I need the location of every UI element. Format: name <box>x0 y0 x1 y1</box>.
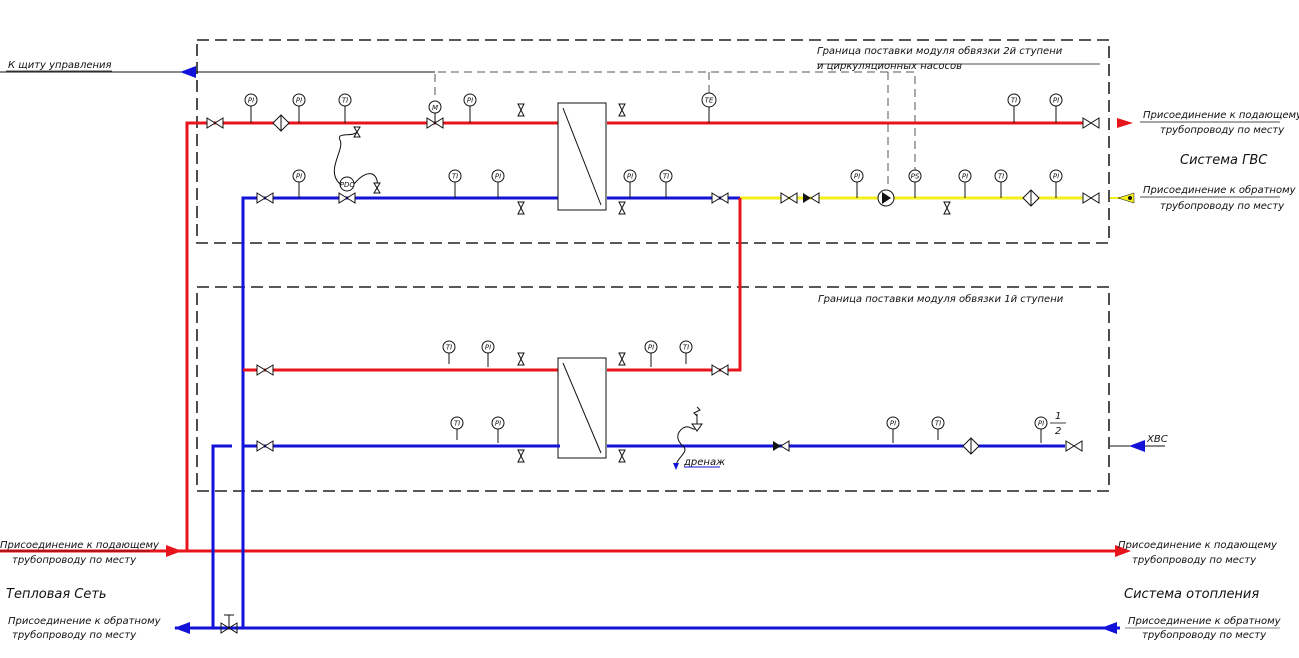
stage1-module-boundary <box>196 286 1110 492</box>
svg-text:TI: TI <box>446 344 452 352</box>
drain-label: дренаж <box>683 457 725 468</box>
heat-exchanger-stage2 <box>557 102 607 211</box>
fraction-bottom: 2 <box>1055 426 1061 437</box>
heat-network-label: Тепловая Сеть <box>6 587 107 602</box>
heating-supply-label-2: трубопроводу по месту <box>1132 554 1257 566</box>
stage2-module-boundary <box>196 39 1110 244</box>
heat-exchanger-stage1 <box>557 357 607 459</box>
svg-text:PI: PI <box>485 344 491 352</box>
svg-text:PI: PI <box>1053 173 1059 181</box>
svg-text:PI: PI <box>495 173 501 181</box>
svg-text:TI: TI <box>342 97 348 105</box>
dhw-supply-label-2: трубопроводу по месту <box>1160 124 1285 136</box>
system-dhw-label: Система ГВС <box>1180 153 1268 168</box>
dhw-return-label: Присоединение к обратному <box>1143 184 1297 196</box>
motorized-control-valve: M <box>426 100 444 129</box>
safety-valve: дренаж <box>673 406 725 470</box>
net-supply-label-2: трубопроводу по месту <box>12 554 137 566</box>
heating-return-label-2: трубопроводу по месту <box>1142 629 1267 641</box>
differential-pressure-regulator: PDC <box>333 127 379 204</box>
svg-text:PI: PI <box>1038 420 1044 428</box>
svg-text:PI: PI <box>296 97 302 105</box>
bypass-valve <box>220 614 238 634</box>
fraction-top: 1 <box>1055 411 1061 422</box>
svg-text:PS: PS <box>911 173 920 181</box>
svg-text:PI: PI <box>627 173 633 181</box>
net-return-label-2: трубопроводу по месту <box>12 629 137 641</box>
svg-text:TI: TI <box>663 173 669 181</box>
valves <box>206 117 1100 452</box>
heating-return-label: Присоединение к обратному <box>1128 615 1282 627</box>
svg-text:TI: TI <box>1011 97 1017 105</box>
svg-text:TE: TE <box>705 97 714 105</box>
svg-text:TI: TI <box>683 344 689 352</box>
svg-text:PI: PI <box>1053 97 1059 105</box>
svg-text:PI: PI <box>248 97 254 105</box>
svg-text:PI: PI <box>296 173 302 181</box>
dhw-supply-label: Присоединение к подающему <box>1143 110 1299 121</box>
instruments: PI PI TI PI TE TI PI PI TI PI PI TI PI P… <box>244 92 1063 443</box>
boundary-stage1-label: Граница поставки модуля обвязки 1й ступе… <box>818 293 1064 305</box>
boundary-stage2-label: Граница поставки модуля обвязки 2й ступе… <box>817 45 1063 57</box>
circulation-pump <box>877 189 895 207</box>
svg-text:M: M <box>432 104 438 112</box>
control-signal-lines <box>434 71 916 188</box>
dhw-connection-markers <box>1117 118 1135 204</box>
svg-text:PI: PI <box>467 97 473 105</box>
net-return-label: Присоединение к обратному <box>8 615 162 627</box>
drain-vent-valves <box>353 103 951 463</box>
svg-text:TI: TI <box>935 420 941 428</box>
svg-text:TI: TI <box>998 173 1004 181</box>
check-valves <box>773 192 820 452</box>
heating-system-label: Система отопления <box>1124 587 1259 602</box>
inter-stage-link <box>720 198 742 372</box>
svg-text:PI: PI <box>495 420 501 428</box>
stage1-cold-water-line <box>243 440 1165 452</box>
svg-text:TI: TI <box>452 173 458 181</box>
net-supply-label: Присоединение к подающему <box>0 540 160 551</box>
boundary-stage2-label-2: и циркуляционных насосов <box>817 61 962 72</box>
heating-supply-label: Присоединение к подающему <box>1118 540 1278 551</box>
svg-text:PI: PI <box>854 173 860 181</box>
svg-text:PI: PI <box>962 173 968 181</box>
svg-text:TI: TI <box>454 420 460 428</box>
filters <box>272 114 1040 455</box>
control-panel-line <box>0 66 435 78</box>
control-panel-label: К щиту управления <box>8 60 112 71</box>
dhw-return-label-2: трубопроводу по месту <box>1160 200 1285 212</box>
heat-network-return-pipe <box>174 196 1120 634</box>
svg-text:PDC: PDC <box>340 181 355 189</box>
svg-text:PI: PI <box>648 344 654 352</box>
cold-water-label: ХВС <box>1146 434 1168 445</box>
svg-text:PI: PI <box>890 420 896 428</box>
